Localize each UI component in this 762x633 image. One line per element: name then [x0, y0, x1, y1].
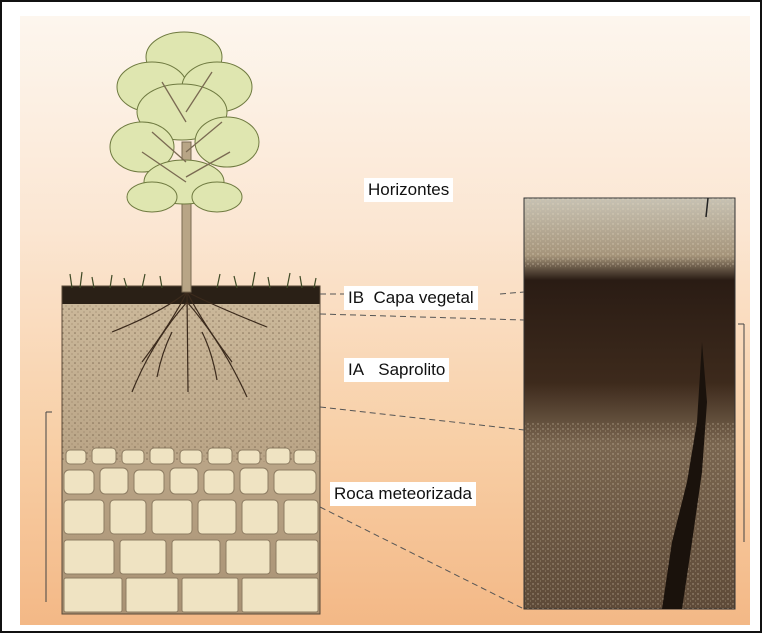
horizon-name: Roca meteorizada: [334, 484, 472, 503]
horizon-name: Saprolito: [378, 360, 445, 379]
label-horizon-ib: IB Capa vegetal: [344, 286, 478, 310]
title-horizontes: Horizontes: [364, 178, 453, 202]
soil-block-left: [62, 286, 320, 614]
tree-illustration: [110, 32, 259, 292]
horizon-code: IA: [348, 360, 364, 379]
connector-lines: [320, 292, 524, 609]
horizon-name: Capa vegetal: [374, 288, 474, 307]
label-horizon-ia: IA Saprolito: [344, 358, 449, 382]
horizon-code: IB: [348, 288, 364, 307]
label-roca-meteorizada: Roca meteorizada: [330, 482, 476, 506]
tree-canopy: [110, 32, 259, 212]
soil-profile-photo: [524, 198, 735, 609]
saprolite-texture: [62, 302, 320, 462]
